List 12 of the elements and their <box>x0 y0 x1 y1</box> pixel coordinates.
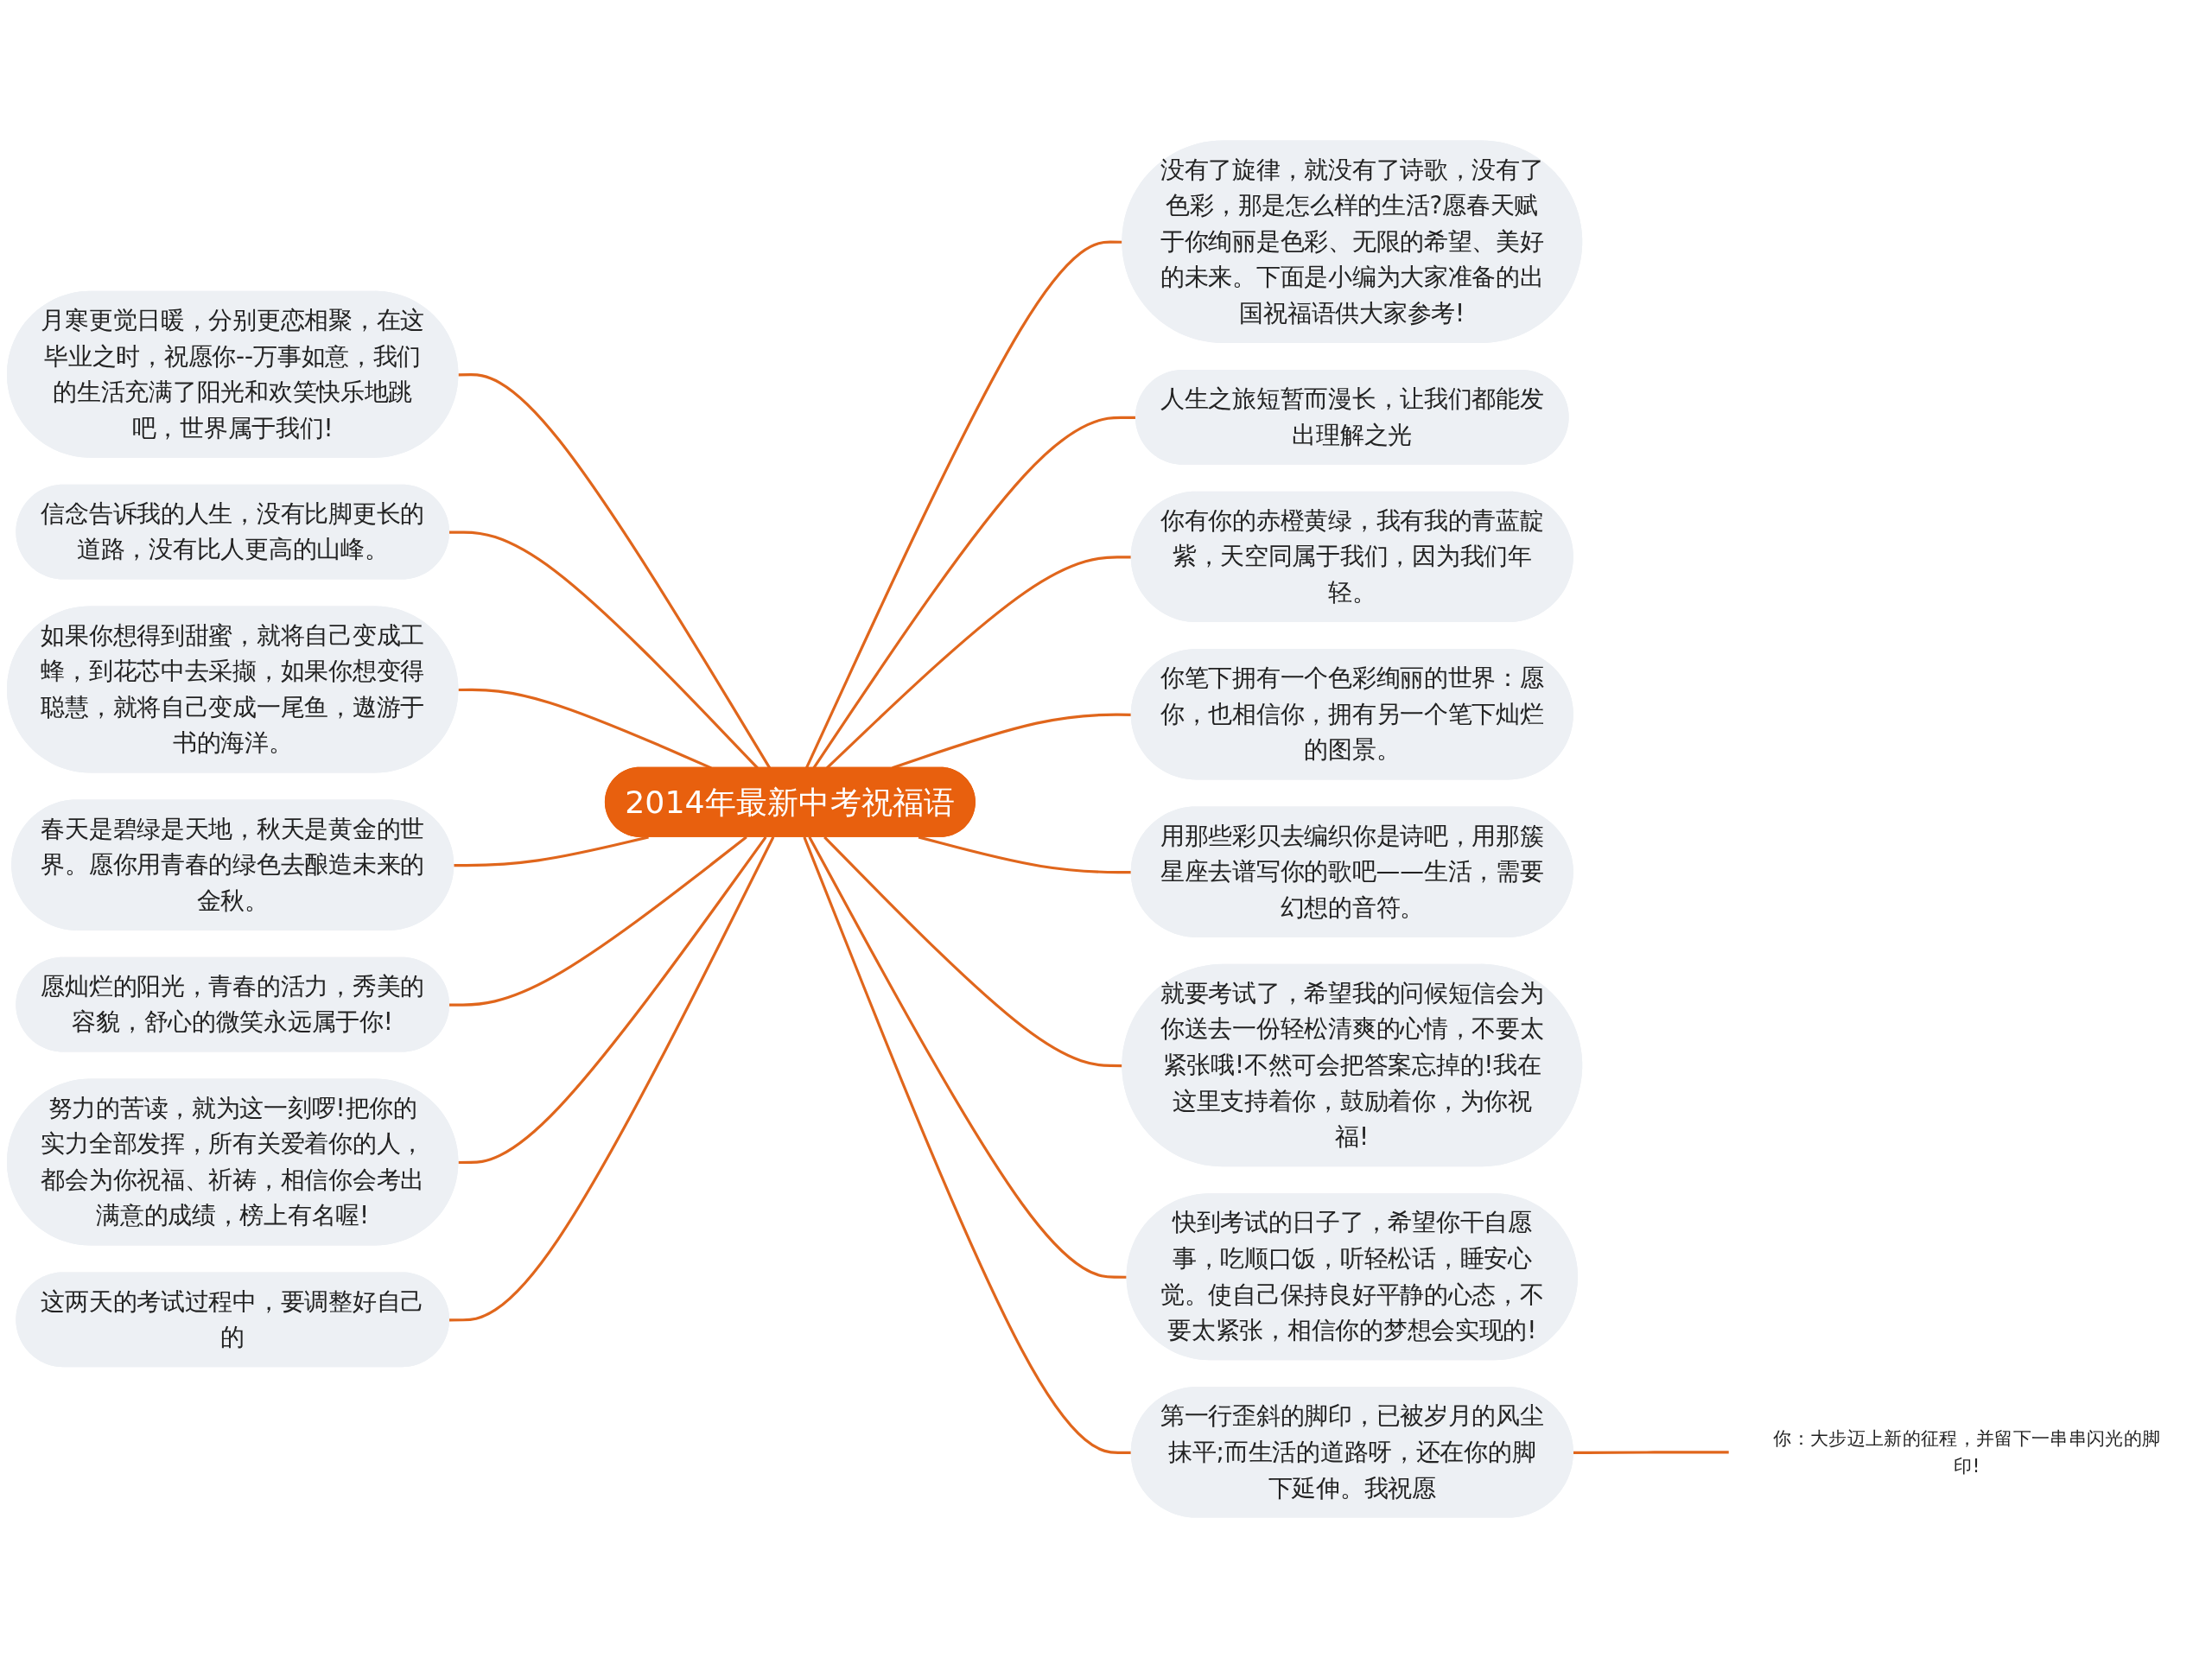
connector <box>825 556 1132 769</box>
connector <box>449 836 775 1322</box>
node-text: 你：大步迈上新的征程，并留下一串串闪光的脚印! <box>1773 1427 2161 1477</box>
connector <box>1573 1451 1730 1454</box>
connector <box>458 373 772 769</box>
connector <box>808 836 1128 1279</box>
connector <box>918 835 1132 874</box>
connector <box>449 835 747 1007</box>
connector <box>449 530 759 769</box>
connector <box>803 836 1132 1454</box>
connector <box>458 835 767 1165</box>
connector <box>454 835 649 867</box>
